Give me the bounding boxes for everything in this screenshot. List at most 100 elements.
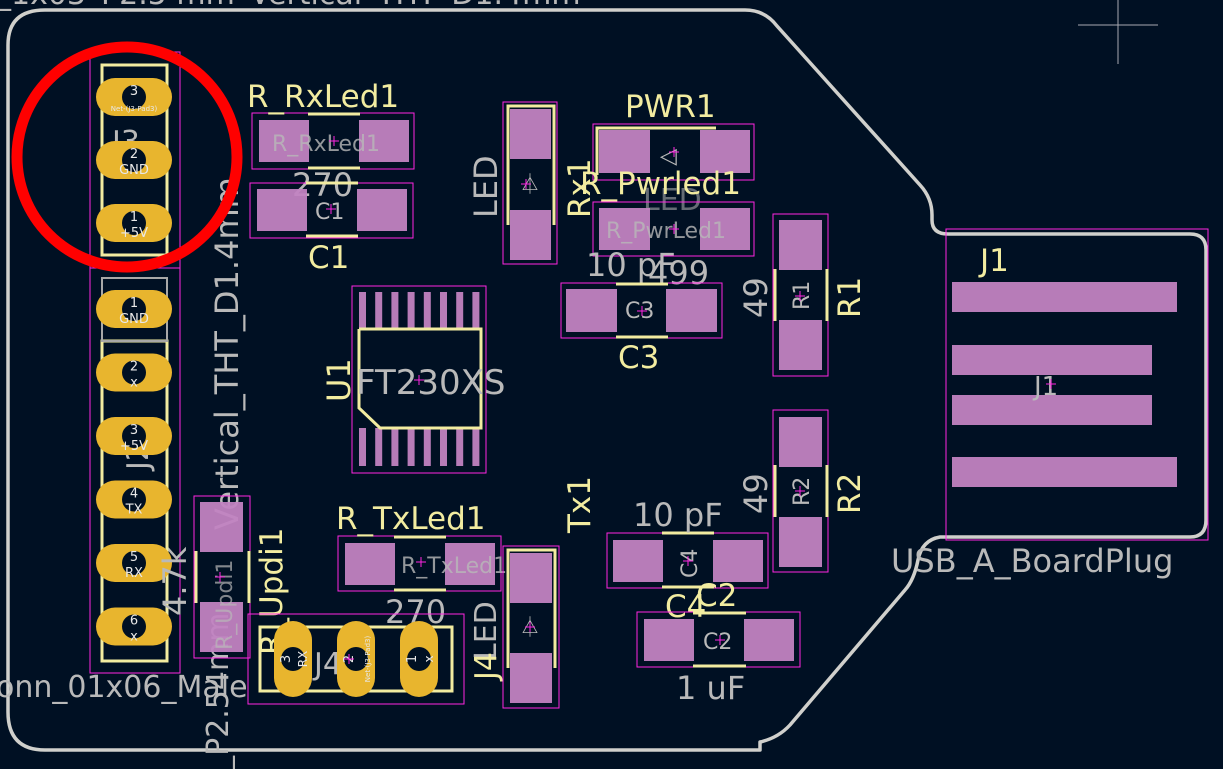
led-tx-pad-1[interactable] [510, 553, 552, 603]
pwr-pad-2[interactable] [700, 130, 750, 173]
j2-drill-hole [122, 487, 146, 512]
footprint-j4[interactable]: J4 3RX2Net-(J3-Pad3)1x [247, 613, 465, 705]
u1-pad-top[interactable] [440, 292, 447, 329]
r1-pad-1[interactable] [779, 220, 822, 270]
r-txled-pad-2[interactable] [445, 543, 495, 585]
u1-pad-top[interactable] [375, 292, 383, 329]
footprint-c2[interactable]: C2 C2 1 uF [636, 578, 801, 707]
j2-pin-3[interactable]: 3+5V [96, 417, 172, 455]
c1-pad-1[interactable] [257, 189, 307, 231]
led-tx-pad-2[interactable] [510, 653, 552, 703]
cursor-crosshair [1078, 0, 1158, 64]
j3-pin-number: 2 [130, 147, 138, 162]
footprint-j1-usb[interactable]: J1 J1 USB_A_BoardPlug [891, 228, 1209, 580]
u1-pad-top[interactable] [423, 292, 431, 329]
j1-usb-pad-4[interactable] [952, 457, 1177, 487]
c2-pad-2[interactable] [744, 619, 794, 661]
pwr-pad-1[interactable] [599, 130, 650, 173]
c2-fab-text: C2 [703, 630, 732, 655]
j2-pin-4[interactable]: 4TX [96, 480, 172, 519]
j4-pin-2[interactable]: 2Net-(J3-Pad3) [337, 621, 375, 697]
c1-ref: C1 [308, 240, 349, 276]
c4-pad-1[interactable] [613, 540, 663, 582]
r-pwrled-value: 499 [648, 254, 709, 292]
j2-pin-net: GND [119, 312, 149, 327]
j4-pin-net: x [422, 655, 436, 662]
r-rxled-ref: R_RxLed1 [247, 79, 399, 115]
r2-pad-2[interactable] [779, 517, 822, 567]
j4-ref: J4 [469, 652, 504, 682]
u1-value: FT230XS [356, 363, 506, 403]
r-updi-pad-1[interactable] [200, 502, 243, 552]
u1-pad-top[interactable] [472, 292, 480, 329]
led-rx-pad-1[interactable] [510, 109, 551, 159]
footprint-c4[interactable]: C4 10 pF C4 [606, 496, 769, 625]
footprint-u1[interactable]: FT230XS U1 [320, 285, 506, 474]
j2-pin-6[interactable]: 6x [96, 607, 172, 646]
footprint-led-tx1[interactable]: ⏃ Tx1 LED J4 [469, 476, 598, 709]
r-rxled-pad-1[interactable] [259, 120, 309, 162]
u1-pad-bottom[interactable] [359, 428, 366, 466]
j1-value: USB_A_BoardPlug [891, 542, 1173, 580]
anchor-cross-icon [414, 375, 424, 385]
footprint-pwr1[interactable]: ◁ PWR1 LED [592, 89, 755, 218]
j2-pin-net: TX [125, 503, 143, 518]
u1-pad-bottom[interactable] [407, 428, 415, 466]
c2-ref: C2 [696, 578, 737, 614]
c2-pad-1[interactable] [644, 619, 694, 661]
footprint-c1[interactable]: C1 C1 [249, 181, 414, 276]
r-updi-pad-2[interactable] [200, 602, 243, 652]
u1-pad-top[interactable] [407, 292, 415, 329]
led-rx-pad-2[interactable] [510, 210, 551, 260]
c1-pad-2[interactable] [357, 189, 407, 231]
c3-pad-1[interactable] [566, 289, 617, 332]
u1-pad-top[interactable] [391, 292, 399, 329]
r-pwrled-pad-2[interactable] [700, 208, 750, 250]
footprint-r-rxled1[interactable]: R_RxLed1 R_RxLed1 270 [247, 79, 415, 204]
c3-pad-2[interactable] [666, 289, 717, 332]
j3-pin-1[interactable]: 1+5V [96, 204, 172, 242]
u1-pad-bottom[interactable] [472, 428, 480, 466]
j4-drill-hole [344, 647, 368, 671]
footprint-r-pwrled1[interactable]: R_PwrLed1 R_Pwrled1 499 [580, 166, 755, 292]
footprint-r2[interactable]: R2 49 R2 [737, 409, 868, 573]
j1-usb-pad-3[interactable] [952, 395, 1152, 425]
u1-pad-bottom[interactable] [391, 428, 399, 466]
j2-pin-2[interactable]: 2x [96, 353, 172, 392]
r2-pad-1[interactable] [779, 417, 822, 467]
c2-value: 1 uF [676, 669, 745, 707]
anchor-cross-icon [637, 306, 647, 316]
anchor-cross-icon [1046, 379, 1056, 389]
pwr-courtyard [592, 123, 755, 181]
j2-pin-5[interactable]: 5RX [96, 544, 172, 582]
j1-courtyard [945, 228, 1209, 541]
u1-pad-top[interactable] [456, 292, 464, 329]
u1-pad-top[interactable] [359, 292, 366, 329]
j1-usb-pad-1[interactable] [952, 282, 1177, 312]
r1-pad-2[interactable] [779, 320, 822, 370]
r-txled-pad-1[interactable] [345, 543, 395, 585]
r-pwrled-pad-1[interactable] [599, 208, 650, 250]
footprint-r1[interactable]: R1 49 R1 [737, 213, 868, 377]
r-txled-ref: R_TxLed1 [336, 501, 486, 537]
c4-pad-2[interactable] [713, 540, 763, 582]
u1-pad-bottom[interactable] [456, 428, 464, 466]
r-rxled-pad-2[interactable] [359, 120, 409, 162]
footprint-led-rx1[interactable]: ⏃ LED Rx1 [467, 101, 598, 265]
c4-value: 10 pF [633, 496, 723, 534]
u1-silk-outline [357, 327, 483, 430]
j1-usb-pad-2[interactable] [952, 345, 1152, 375]
footprint-r-txled1[interactable]: R_TxLed1 R_TxLed1 270 [336, 501, 507, 631]
j3-pin-net: GND [119, 163, 149, 178]
u1-pad-bottom[interactable] [375, 428, 383, 466]
u1-pad-bottom[interactable] [423, 428, 431, 466]
u1-pad-bottom[interactable] [440, 428, 447, 466]
